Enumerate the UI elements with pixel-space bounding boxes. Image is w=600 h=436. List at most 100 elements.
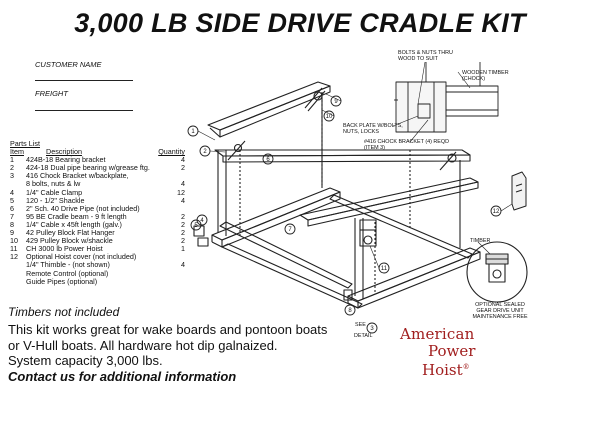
item-3-marker [366, 322, 378, 334]
parts-item-quantity: 2 [181, 219, 185, 229]
gear-drive-detail [466, 241, 528, 303]
parts-item-number: 11 [10, 244, 18, 254]
parts-row: 6 2" Sch. 40 Drive Pipe (not included) [10, 203, 185, 213]
item-5-label: 5 [194, 223, 198, 229]
item-5-marker [190, 219, 202, 231]
registered-mark: ® [462, 363, 470, 371]
parts-row: 7 95 BE Cradle beam - 9 ft length 2 [10, 211, 185, 221]
logo-line-2: Power [428, 342, 476, 360]
item-1-label: 1 [191, 129, 195, 135]
parts-row: 4 1/4" Cable Clamp 12 [10, 187, 185, 197]
power-hoist [359, 219, 377, 247]
freight-label: FREIGHT [35, 89, 68, 98]
parts-item-description: 429 Pulley Block w/shackle [26, 237, 113, 246]
callout-see: SEE [355, 322, 366, 328]
chock-detail [394, 62, 499, 133]
parts-item-number: 7 [10, 211, 14, 221]
parts-list-header: Item Description Quantity [10, 147, 185, 157]
parts-item-number: 3 [10, 171, 14, 181]
item-6-label: 6 [266, 157, 270, 163]
parts-list-heading: Parts List [10, 139, 40, 148]
note-line-2: or V-Hull boats. All hardware hot dip ga… [8, 337, 278, 353]
notes-block: Timbers not included This kit works grea… [8, 305, 428, 384]
parts-item-number: 8 [10, 219, 14, 229]
logo-line-1: American [400, 325, 475, 343]
logo-line-3: Hoist® [422, 361, 470, 379]
cross-rail-back [329, 194, 473, 259]
customer-name-line [35, 80, 133, 81]
item-4-label: 4 [200, 218, 204, 224]
parts-item-number: 6 [10, 203, 14, 213]
bearing-bracket-2 [197, 237, 209, 247]
upper-front-beam [214, 149, 471, 163]
parts-item-description: 1/4" Thimble - (not shown) [26, 261, 110, 270]
item-10-label: 10 [326, 114, 333, 120]
cross-rail-front [219, 221, 363, 309]
callout-detail: DETAIL [354, 333, 373, 339]
note-line-3: System capacity 3,000 lbs. [8, 353, 163, 368]
callout-bolts-nuts: BOLTS & NUTS THRU WOOD TO SUIT [398, 50, 453, 62]
parts-item-number: 5 [10, 195, 14, 205]
parts-item-number: 1 [10, 155, 14, 165]
parts-item-number: 9 [10, 228, 14, 238]
parts-item-quantity: 4 [181, 155, 185, 165]
parts-item-quantity: 2 [181, 236, 185, 246]
parts-item-quantity: 2 [181, 163, 185, 173]
parts-item-quantity: 12 [177, 187, 185, 197]
parts-item-description: 8 bolts, nuts & lw [26, 180, 81, 189]
parts-row: 11 CH 3000 lb Power Hoist 1 [10, 245, 185, 253]
parts-item-quantity: 1 [181, 244, 185, 254]
note-line-1: This kit works great for wake boards and… [8, 322, 328, 337]
freight-line [35, 110, 133, 111]
parts-row: 8 bolts, nuts & lw 4 [10, 180, 185, 188]
contact-note: Contact us for additional information [8, 368, 237, 384]
parts-item-description: 2" Sch. 40 Drive Pipe (not included) [26, 204, 140, 213]
parts-item-description: 95 BE Cradle beam - 9 ft length [26, 212, 127, 221]
parts-item-number: 10 [10, 236, 18, 246]
parts-item-description: 424-18 Dual pipe bearing w/grease ftg. [26, 164, 150, 173]
american-power-hoist-logo: American Power Hoist® [400, 325, 520, 378]
parts-row: 1/4" Thimble - (not shown) 4 [10, 261, 185, 269]
timbers-note: Timbers not included [8, 305, 120, 319]
parts-item-description: CH 3000 lb Power Hoist [26, 245, 103, 254]
upper-rear-beam [207, 81, 331, 138]
item-7-label: 7 [288, 227, 292, 233]
parts-item-description: 416 Chock Bracket w/backplate, [26, 172, 129, 181]
callout-timber: TIMBER [470, 238, 491, 244]
callout-gear-drive: OPTIONAL SEALED GEAR DRIVE UNIT MAINTENA… [472, 302, 528, 320]
item-8-marker [344, 304, 356, 316]
parts-row: Remote Control (optional) [10, 270, 185, 278]
parts-item-number: 2 [10, 163, 14, 173]
item-11-label: 11 [381, 266, 388, 272]
parts-item-description: 1/4" Cable x 45ft length (galv.) [26, 220, 122, 229]
parts-row: 2 424-18 Dual pipe bearing w/grease ftg. 2 [10, 164, 185, 172]
parts-row: 8 1/4" Cable x 45ft length (galv.) 2 [10, 219, 185, 229]
item-7-marker [284, 223, 296, 235]
parts-row: 10 429 Pulley Block w/shackle 2 [10, 237, 185, 245]
parts-item-description: 424B-18 Bearing bracket [26, 156, 106, 165]
lift-cables [239, 100, 411, 292]
hoist-cover [511, 171, 527, 211]
page-title: 3,000 LB SIDE DRIVE CRADLE KIT [74, 8, 526, 38]
parts-item-quantity: 4 [181, 195, 185, 205]
parts-item-quantity: 2 [181, 228, 185, 238]
item-9-label: 9 [334, 99, 338, 105]
pulley-block-mid [439, 151, 457, 171]
parts-item-quantity: 4 [181, 260, 185, 270]
cradle-beam-right [347, 247, 481, 309]
parts-item-number: 4 [10, 187, 14, 197]
parts-item-description: 1/4" Cable Clamp [26, 188, 83, 197]
parts-item-quantity: 4 [181, 179, 185, 189]
item-12-label: 12 [493, 209, 500, 215]
parts-item-description: Optional Hoist cover (not included) [26, 253, 137, 262]
parts-row: 3 416 Chock Bracket w/backplate, [10, 172, 185, 180]
item-6-marker [262, 153, 274, 165]
col-item: Item [10, 147, 24, 157]
item-8-label: 8 [348, 308, 352, 314]
parts-item-quantity: 2 [181, 211, 185, 221]
